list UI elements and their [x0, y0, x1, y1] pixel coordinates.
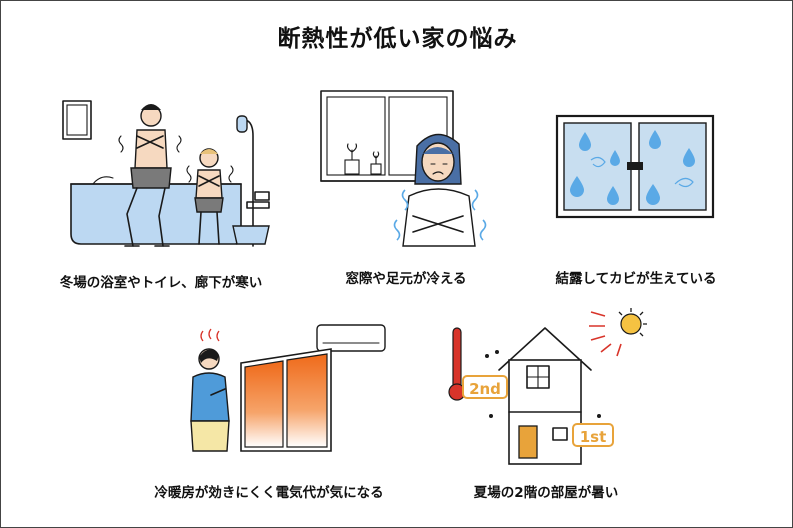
caption-cold-rooms: 冬場の浴室やトイレ、廊下が寒い — [59, 275, 263, 291]
caption-heating-cost: 冷暖房が効きにくく電気代が気になる — [154, 485, 384, 501]
cold-bathroom-illustration — [62, 100, 270, 247]
heating-cost-illustration — [190, 324, 386, 452]
floor-1st-label: 1st — [579, 428, 607, 446]
caption-condensation: 結露してカビが生えている — [555, 271, 717, 287]
cold-window-illustration — [320, 90, 487, 247]
floor-2nd-badge — [462, 375, 508, 399]
floor-1st-badge — [572, 423, 614, 447]
caption-cold-feet: 窓際や足元が冷える — [345, 271, 467, 287]
condensation-window-illustration — [555, 114, 715, 219]
hot-house-illustration — [448, 308, 647, 465]
sun-icon — [618, 308, 647, 337]
water-drop-icon — [570, 130, 695, 205]
page-title: 断熱性が低い家の悩み — [277, 26, 518, 52]
caption-hot-upstairs: 夏場の2階の部屋が暑い — [473, 485, 619, 501]
floor-2nd-label: 2nd — [469, 380, 501, 398]
